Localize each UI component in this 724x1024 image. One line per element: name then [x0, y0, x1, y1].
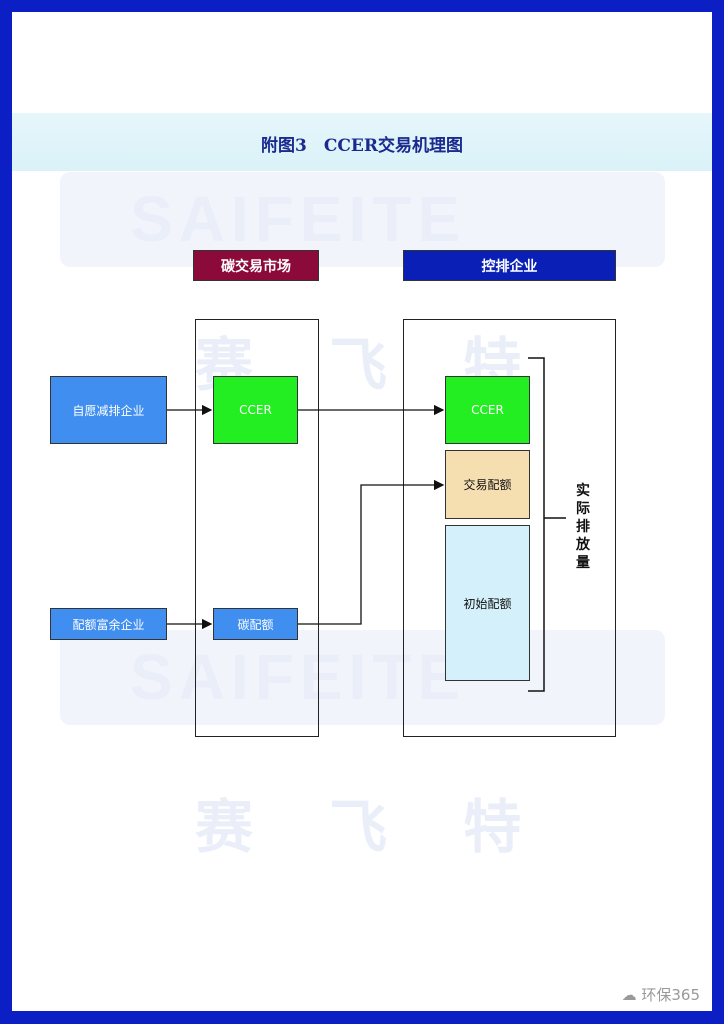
voluntary-enterprise-node: 自愿减排企业 — [50, 376, 167, 444]
ccer-enterprise-node: CCER — [445, 376, 530, 444]
footer-brand: ☁ 环保365 — [622, 984, 700, 1005]
diagram-title: 附图3 CCER交易机理图 — [261, 136, 463, 156]
carbon-quota-node: 碳配额 — [213, 608, 298, 640]
watermark-text: 赛 飞 特 — [195, 795, 552, 860]
watermark-bg — [60, 630, 665, 725]
bracket — [528, 357, 545, 692]
ccer-market-node: CCER — [213, 376, 298, 444]
watermark-text: SAIFEITE — [130, 641, 467, 713]
initial-quota-node: 初始配额 — [445, 525, 530, 681]
title-band — [12, 113, 712, 171]
market-container — [195, 319, 319, 737]
surplus-enterprise-node: 配额富余企业 — [50, 608, 167, 640]
enterprise-header: 控排企业 — [403, 250, 616, 281]
footer-text: 环保365 — [641, 986, 700, 1004]
enterprise-container — [403, 319, 616, 737]
traded-quota-node: 交易配额 — [445, 450, 530, 519]
arrow-quota-to-traded — [298, 479, 445, 625]
market-header: 碳交易市场 — [193, 250, 319, 281]
actual-emissions-label: 实际排放量 — [576, 483, 590, 571]
watermark-text: SAIFEITE — [130, 183, 467, 255]
wechat-icon: ☁ — [621, 986, 642, 1004]
